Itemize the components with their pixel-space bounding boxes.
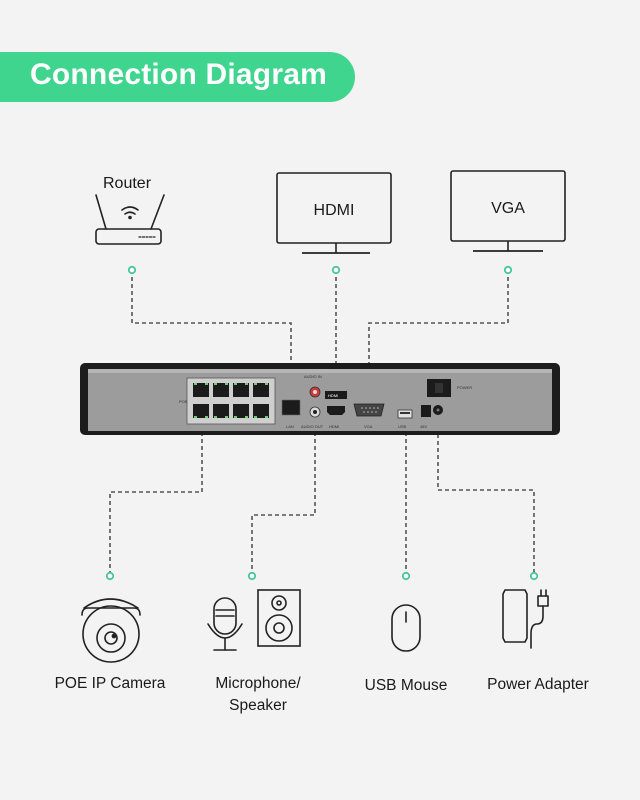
hdmi-logo-text: HDMI — [328, 393, 338, 398]
hdmi-monitor-label: HDMI — [313, 202, 355, 219]
nvr-device: POE LAN AUDIO IN AUDIO OUT HDMI HDMI VGA… — [80, 363, 560, 435]
camera-dot — [105, 571, 115, 581]
hdmi-port — [327, 406, 345, 415]
audio-in-label: AUDIO IN — [304, 374, 322, 379]
usb-mouse-icon — [391, 604, 421, 652]
usb-label: USB — [398, 424, 407, 429]
usb-mouse-label: USB Mouse — [364, 677, 448, 694]
power-adapter-label: Power Adapter — [487, 676, 589, 693]
router-icon — [95, 194, 165, 245]
camera-cable — [109, 425, 203, 575]
power-adapter-icon — [502, 589, 549, 649]
vga-monitor-icon — [450, 170, 566, 252]
audio-dot — [247, 571, 257, 581]
vga-port-label: VGA — [364, 424, 373, 429]
lan-label: LAN — [286, 424, 294, 429]
vga-port — [353, 403, 385, 417]
router-label: Router — [103, 175, 152, 192]
hdmi-logo-badge — [325, 391, 347, 399]
microphone-speaker-label-line1: Microphone/ — [215, 675, 301, 692]
poe-ports: POE — [179, 377, 276, 425]
connector-dots — [105, 265, 539, 581]
page-title: Connection Diagram — [30, 58, 327, 91]
title-banner — [0, 52, 355, 102]
power-cable — [437, 420, 535, 575]
speaker-icon — [257, 589, 301, 647]
router-dot — [127, 265, 137, 275]
hdmi-port-label: HDMI — [329, 424, 339, 429]
vga-dot — [503, 265, 513, 275]
poe-camera-icon — [81, 598, 141, 663]
poe-camera-label: POE IP Camera — [54, 675, 166, 692]
power-button — [421, 405, 431, 417]
microphone-icon — [207, 597, 243, 651]
audio-cable — [251, 418, 316, 575]
usb-dot — [401, 571, 411, 581]
dc-label: 48V — [420, 424, 427, 429]
hdmi-monitor-icon — [276, 172, 392, 254]
lan-port — [281, 399, 301, 416]
power-dot — [529, 571, 539, 581]
poe-label: POE — [179, 399, 188, 404]
nvr-panel-shade — [88, 369, 552, 373]
nvr-panel — [88, 369, 552, 431]
microphone-speaker-label-line2: Speaker — [229, 697, 287, 714]
vga-monitor-label: VGA — [491, 200, 525, 217]
audio-out-label: AUDIO OUT — [301, 424, 324, 429]
power-label: POWER — [457, 385, 472, 390]
hdmi-dot — [331, 265, 341, 275]
